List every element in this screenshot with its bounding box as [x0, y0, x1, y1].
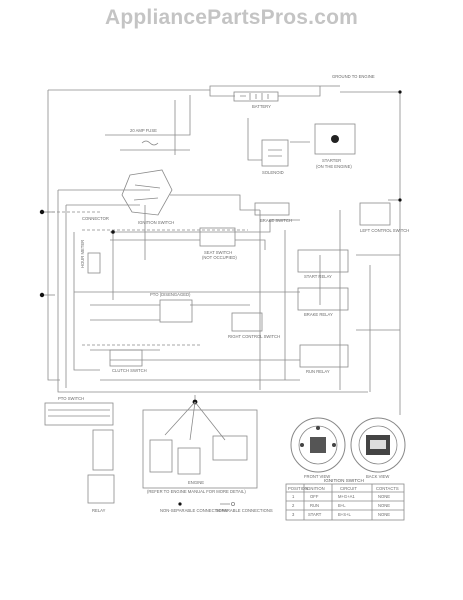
seat-switch [199, 227, 236, 247]
label-front-view: FRONT VIEW [304, 474, 330, 479]
ignition-back-view [350, 417, 406, 473]
table-cell: 1 [292, 494, 295, 499]
connection-symbols [178, 501, 235, 506]
label-start-relay: START RELAY [304, 274, 332, 279]
right-control-switch [231, 312, 263, 332]
label-non-separable: NON-SEPARABLE CONNECTIONS [160, 508, 228, 513]
label-right-control-switch: RIGHT CONTROL SWITCH [228, 334, 280, 339]
label-back-view: BACK VIEW [366, 474, 389, 479]
label-brake-switch: BRAKE SWITCH [260, 218, 292, 223]
hour-meter [87, 252, 101, 274]
brake-relay [297, 287, 349, 311]
label-ignition-table-title: IGNITION SWITCH [324, 478, 364, 483]
table-cell: START [308, 512, 322, 517]
table-cell: NONE [378, 512, 390, 517]
table-cell: B+S+L [338, 512, 351, 517]
table-cell: RUN [310, 503, 319, 508]
relay-legend [87, 429, 115, 504]
label-brake-relay: BRAKE RELAY [304, 312, 333, 317]
table-cell: M+G+A1 [338, 494, 355, 499]
brake-switch [254, 202, 290, 216]
label-pto: PTO (DISENGAGED) [150, 292, 191, 297]
table-cell: OFF [310, 494, 319, 499]
label-battery: BATTERY [252, 104, 271, 109]
pto-switch-legend [44, 402, 114, 426]
wire-harness [42, 85, 401, 415]
label-hour-meter: HOUR METER [80, 240, 85, 268]
table-header: IGNITION [306, 486, 325, 491]
engine-connector-block [142, 401, 258, 489]
starter [314, 123, 356, 155]
table-cell: B+L [338, 503, 346, 508]
label-engine: ENGINE [188, 480, 204, 485]
watermark: AppliancePartsPros.com [105, 6, 358, 29]
ignition-table-grid [285, 483, 405, 521]
ignition-front-view [290, 417, 346, 473]
label-seat-switch-sub: (NOT OCCUPIED) [202, 255, 237, 260]
table-cell: 3 [292, 512, 295, 517]
label-solenoid: SOLENOID [262, 170, 284, 175]
left-control-switch [359, 202, 391, 226]
label-pto-switch: PTO SWITCH [58, 396, 84, 401]
label-run-relay: RUN RELAY [306, 369, 330, 374]
table-header: CONTACTS [376, 486, 399, 491]
pto-switch [159, 299, 193, 323]
label-starter: STARTER [322, 158, 341, 163]
table-header: POSITION [288, 486, 308, 491]
label-connector: CONNECTOR [82, 216, 109, 221]
label-left-control-switch: LEFT CONTROL SWITCH [360, 228, 409, 233]
table-cell: NONE [378, 503, 390, 508]
solenoid [261, 139, 289, 167]
label-separable: SEPARABLE CONNECTIONS [216, 508, 273, 513]
label-relay: RELAY [92, 508, 106, 513]
run-relay [299, 344, 349, 368]
label-engine-note: (REFER TO ENGINE MANUAL FOR MORE DETAIL) [147, 489, 246, 494]
ignition-table: POSITION IGNITION CIRCUIT CONTACTS 1 OFF… [288, 486, 399, 517]
table-header: CIRCUIT [340, 486, 357, 491]
start-relay [297, 249, 349, 273]
junction-dots [39, 90, 402, 405]
label-fuse: 20 AMP FUSE [130, 128, 157, 133]
label-seat-switch: SEAT SWITCH [204, 250, 232, 255]
label-clutch-switch: CLUTCH SWITCH [112, 368, 147, 373]
label-ground-to-engine: GROUND TO ENGINE [332, 74, 375, 79]
ignition-switch [121, 169, 173, 216]
label-ignition-switch: IGNITION SWITCH [138, 220, 174, 225]
table-cell: NONE [378, 494, 390, 499]
fuse [141, 140, 159, 146]
battery [233, 91, 279, 102]
clutch-switch [109, 349, 143, 367]
label-starter-sub: (ON THE ENGINE) [316, 164, 352, 169]
table-cell: 2 [292, 503, 295, 508]
